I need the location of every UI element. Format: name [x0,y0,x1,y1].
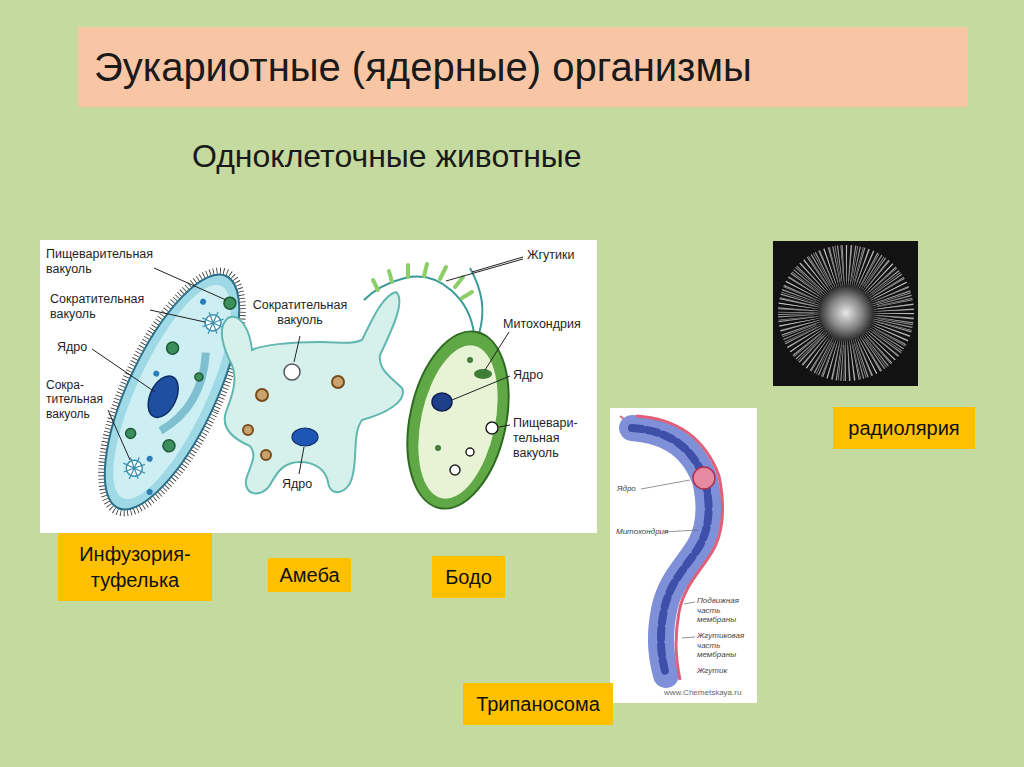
food-vacuole [161,438,177,454]
illustration-panel [610,408,757,703]
granule [152,370,160,378]
part-label: Пищевари-тельная вакуоль [513,416,591,461]
part-label: Митохондрия [616,527,668,537]
leader-line [294,336,300,362]
nucleus [292,428,318,446]
species-label: радиолярия [833,407,975,449]
photo-panel [773,241,918,386]
species-label: Инфузория-туфелька [58,533,212,601]
amoeba-body [222,292,403,494]
part-label: Митохондрия [503,317,581,332]
amoeba-figure [222,292,403,494]
leader-line [682,637,695,638]
species-label: Бодо [432,556,505,598]
part-label: Жгутик [697,666,727,676]
granule [199,298,207,306]
node-text: Амеба [278,562,341,588]
mastigonemes [373,264,472,298]
food-vacuole [194,372,205,383]
leader-line [641,480,690,489]
food-vacuole [256,389,268,401]
granule [146,455,154,463]
radiolaria-spines [796,263,896,363]
subtitle: Одноклеточные животные [192,137,582,175]
cytoplasm [406,338,511,506]
trypanosoma-figure [620,416,723,680]
node-text: Бодо [444,564,493,590]
leader-line [299,447,304,474]
food-vacuole [222,295,238,311]
food-vacuole [124,427,137,440]
food-vacuole [466,448,474,456]
part-label: Жгутики [527,248,575,263]
leader-line [446,259,523,281]
food-vacuole [450,465,460,475]
leader-line [684,602,695,604]
granule [467,357,473,363]
nucleus [693,467,715,489]
part-label: Пищеварительная вакуоль [46,247,178,277]
mitochondrion [474,369,492,379]
part-label: Ядро [282,477,312,492]
food-vacuole [243,425,253,435]
node-text: радиолярия [847,415,961,441]
node-text: Инфузория-туфелька [64,541,206,593]
cytoplasm [91,271,253,513]
part-label: Ядро [57,340,87,355]
title-box: Эукариотные (ядерные) организмы [78,27,968,107]
slide-title: Эукариотные (ядерные) организмы [94,27,968,107]
food-vacuole [332,376,344,388]
nucleus [432,393,452,411]
leader-line [472,257,523,272]
vacuole-canals [118,452,150,484]
part-label: Сократительная вакуоль [245,298,355,328]
part-label: Сокра-тительная вакуоль [46,378,108,421]
leader-line [499,425,510,427]
food-vacuole [165,340,181,356]
leader-line [108,410,130,460]
part-label: Сократительная вакуоль [50,292,150,322]
flagellum [470,268,482,334]
food-vacuole [486,422,498,434]
leader-line [485,332,509,370]
leader-line [664,530,698,532]
part-label: Ядро [513,368,543,383]
watermark: www.Chemetskaya.ru [664,688,741,698]
illustration-panel [40,240,597,533]
part-label: Подвижная часть мембраны [697,596,753,625]
granule [146,488,154,496]
leader-line [92,349,155,392]
contractile-vacuole [284,364,300,380]
leader-line [150,310,205,322]
part-label: Ядро [617,484,636,494]
granule [435,445,441,451]
nucleus [142,371,184,422]
part-label: Жгутиковая часть мембраны [697,631,753,660]
node-text: Трипаносома [475,691,601,717]
radiolaria-figure [796,263,896,363]
leader-line [154,268,226,300]
species-label: Амеба [268,558,351,592]
bodo-body [392,322,523,518]
bodo-figure [364,264,524,518]
membrane [636,416,723,680]
food-vacuole [261,450,271,460]
radiolaria-core [818,285,874,341]
leader-line [452,376,510,400]
species-label: Трипаносома [463,683,613,725]
